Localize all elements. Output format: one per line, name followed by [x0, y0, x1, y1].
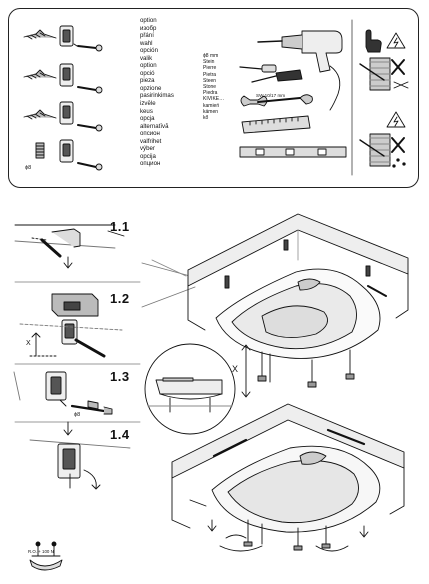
step-number-1-1: 1.1	[110, 219, 130, 234]
option-word: опцион	[140, 160, 161, 168]
tub-profile-callout	[144, 343, 236, 435]
anchor-size-label: ϕ8	[25, 165, 32, 171]
material-word: Piedra	[203, 90, 218, 97]
tools-panel	[8, 8, 419, 188]
material-list: ϕ8 mm Stein Pierre Pietra Steen Stone Pi…	[203, 53, 224, 121]
step-number-1-2: 1.2	[110, 291, 130, 306]
corner-bathtub-bottom	[171, 403, 405, 552]
wrench-size-label: SW 10/17 mm	[256, 93, 286, 98]
corner-bathtub-top	[187, 213, 409, 388]
drill-bit-size: ϕ8 mm	[203, 53, 219, 59]
option-word: изобр	[140, 24, 157, 32]
material-word: Stone	[203, 84, 217, 91]
option-word: opcja	[140, 115, 155, 123]
option-word: výber	[140, 145, 155, 153]
option-word: opción	[140, 47, 158, 55]
fixing-set-row-2	[23, 63, 103, 94]
option-word: option	[140, 62, 157, 70]
option-word: alternatīvă	[140, 122, 169, 130]
material-word: Stein	[203, 59, 215, 66]
wrench-icon	[240, 94, 313, 107]
dimension-x-label-step: X	[26, 340, 31, 347]
option-word: опсион	[140, 130, 160, 138]
option-word: opcija	[140, 152, 156, 160]
drill-icon	[257, 30, 343, 111]
option-word: keus	[140, 107, 153, 115]
option-word: wahl	[140, 39, 153, 47]
option-word-list: option изобр přání wahl opción valik opt…	[140, 17, 174, 168]
step-number-1-4: 1.4	[110, 427, 130, 442]
step-1-4-illustration	[29, 421, 131, 490]
wall-pipe-hazard-icon	[359, 133, 406, 168]
material-word: kő	[203, 115, 209, 122]
material-word: Steen	[203, 77, 217, 84]
electrical-warning-icon	[386, 32, 406, 49]
option-word: valfrihet	[140, 137, 162, 145]
option-word: opció	[140, 69, 155, 77]
option-word: valik	[140, 54, 153, 62]
material-word: Pierre	[203, 65, 217, 72]
hand-point-icon	[365, 29, 382, 53]
tape-measure-icon	[241, 115, 311, 134]
electrical-warning-icon-2	[386, 111, 406, 128]
option-word: pieza	[140, 77, 155, 85]
step-1-3-illustration	[13, 371, 113, 415]
fixing-set-row-4	[35, 139, 103, 171]
fixing-set-row-3	[23, 101, 103, 132]
anchor-size-label-step: ϕ8	[74, 412, 81, 418]
load-label: R.O. + 100 N	[28, 549, 54, 554]
spirit-level-icon	[239, 146, 347, 158]
option-word: izvēle	[140, 100, 156, 108]
fixing-set-row-1	[23, 25, 103, 52]
screwdriver-cross-icon	[251, 69, 303, 83]
material-word: KIVIKE…	[203, 96, 225, 103]
option-word: pasirinkimas	[140, 92, 174, 100]
wall-cable-hazard-icon	[359, 57, 409, 91]
step-number-1-3: 1.3	[110, 369, 130, 384]
screwdriver-flat-icon	[239, 64, 277, 73]
material-word: kamień	[203, 102, 220, 109]
material-word: kámen	[203, 108, 219, 115]
option-word: přání	[140, 32, 154, 40]
step-1-2-illustration	[19, 293, 123, 358]
dimension-x-label-tub: X	[232, 364, 239, 374]
option-word: opzione	[140, 84, 162, 92]
tub-height-dimension	[241, 344, 251, 398]
material-word: Pietra	[203, 71, 217, 78]
option-word: option	[140, 17, 157, 24]
load-weight-icon	[29, 541, 63, 571]
step-1-1-illustration	[14, 224, 125, 269]
